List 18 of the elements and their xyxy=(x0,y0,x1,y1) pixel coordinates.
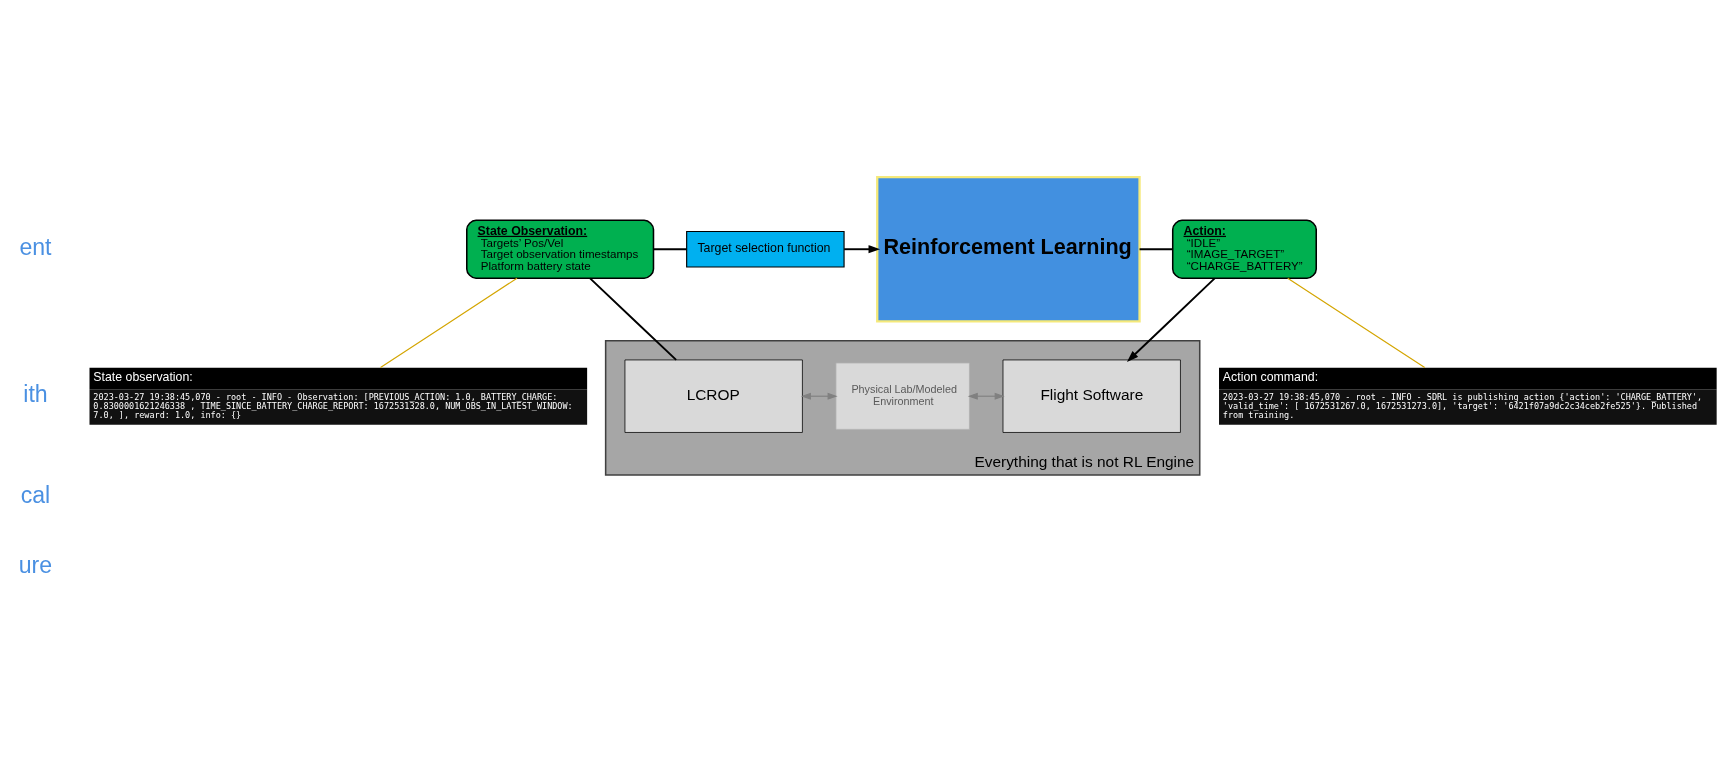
node-box: Physical Lab/Modeled Environment xyxy=(835,362,970,430)
connector xyxy=(1287,277,1426,369)
connector xyxy=(589,277,678,361)
node-box: LCROP xyxy=(624,359,803,433)
label: ent xyxy=(19,234,52,261)
connector xyxy=(1138,248,1174,251)
arrow xyxy=(843,245,881,254)
node-box: Action: “IDLE” “IMAGE_TARGET” “CHARGE_BATTERY” xyxy=(1171,219,1317,279)
node-box: State Observation: Targets’ Pos/Vel Target observation timestamps Platform battery state xyxy=(466,219,655,279)
connector xyxy=(379,277,518,369)
label: ith xyxy=(23,380,48,407)
node-box: Flight Software xyxy=(1002,359,1181,433)
arrow xyxy=(1126,277,1216,362)
connector xyxy=(652,248,688,251)
label: cal xyxy=(20,481,51,508)
node-box: Target selection function xyxy=(686,230,845,268)
label: ure xyxy=(18,551,53,578)
node-box: Reinforcement Learning xyxy=(876,175,1141,323)
